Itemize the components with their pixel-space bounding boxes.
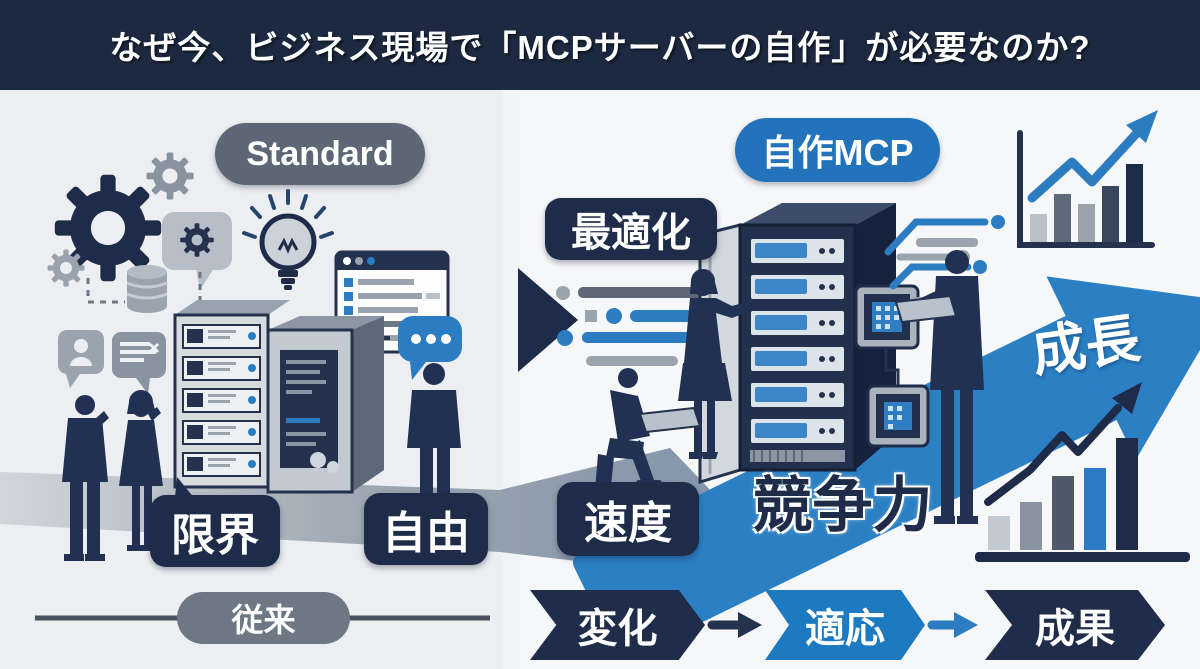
chart-bar	[988, 516, 1010, 550]
chart-bar	[1052, 476, 1074, 550]
flow-step-adapt: 適応	[765, 590, 925, 660]
illustration-layer	[0, 90, 1200, 669]
optimize-label: 最適化	[545, 198, 717, 260]
freedom-label: 自由	[364, 493, 488, 565]
person-silhouette-laptop-man	[894, 250, 984, 524]
lightbulb-icon	[242, 189, 334, 290]
person-silhouette-thinking-man	[62, 395, 109, 561]
chart-bar	[1126, 164, 1143, 242]
chart-bar	[1078, 204, 1095, 242]
competitive-label: 競争力	[752, 471, 933, 539]
flow-step-change: 変化	[530, 590, 705, 660]
growth-arrow-icon	[572, 276, 1200, 659]
divider-arrow-icon	[518, 268, 578, 372]
user-bubble-icon	[58, 330, 104, 388]
gear-icon	[47, 152, 194, 287]
chart-bar	[1084, 468, 1106, 550]
database-icon	[126, 265, 168, 313]
era-label: 従来	[177, 592, 350, 644]
typing-bubble-icon	[376, 316, 462, 380]
trend-arrow-icon	[1112, 382, 1142, 414]
chart-bar	[1102, 186, 1119, 242]
bar-chart-icon-2	[975, 382, 1190, 562]
flow-step-result: 成果	[985, 590, 1165, 660]
trend-arrow-icon	[1126, 110, 1158, 143]
diy-mcp-badge: 自作MCP	[735, 118, 940, 182]
flow-connector-arrows	[707, 612, 978, 638]
person-silhouette-phone-woman	[119, 390, 163, 551]
infographic-canvas: Standard 自作MCP 最適化 限界 自由 従来 速度 競争力 成長 変化…	[0, 90, 1200, 669]
server-rack-icon	[173, 300, 384, 494]
person-silhouette-pointing-woman	[678, 268, 753, 459]
standard-badge: Standard	[215, 123, 425, 185]
chart-bar	[1030, 214, 1047, 242]
chat-bubble-icon	[112, 332, 166, 394]
title-bar: なぜ今、ビジネス現場で「MCPサーバーの自作」が必要なのか?	[0, 0, 1200, 90]
growth-label: 成長	[1028, 308, 1144, 383]
limit-label: 限界	[150, 495, 280, 567]
chart-bar	[1054, 194, 1071, 242]
speed-label: 速度	[557, 482, 699, 556]
page-title: なぜ今、ビジネス現場で「MCPサーバーの自作」が必要なのか?	[109, 29, 1091, 66]
bar-chart-icon	[1017, 110, 1158, 248]
panel-divider	[502, 90, 520, 669]
chart-bar	[1020, 502, 1042, 550]
person-silhouette-kneeling-man	[584, 368, 702, 509]
chart-bar	[1116, 438, 1138, 550]
